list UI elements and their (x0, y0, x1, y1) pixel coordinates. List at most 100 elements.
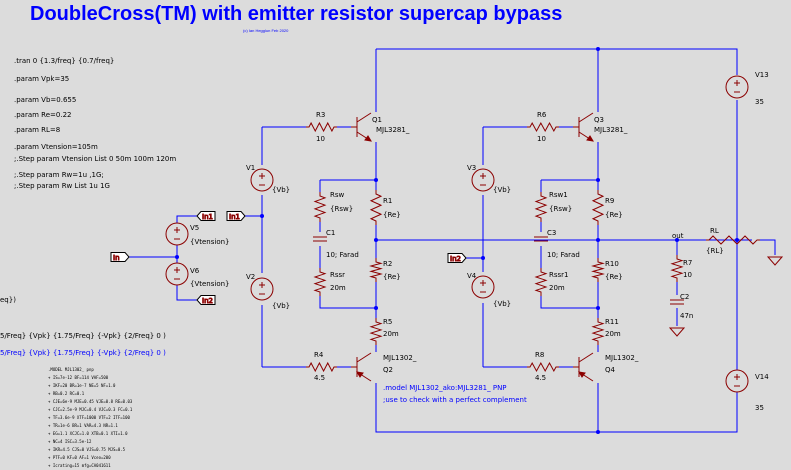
rssr1-ref: Rssr1 (549, 271, 569, 279)
r9-ref: R9 (605, 197, 614, 205)
r5-value: 20m (383, 330, 399, 338)
transistor-collector (578, 352, 594, 363)
rssr1-resistor (534, 268, 548, 296)
transistor-collector (578, 112, 594, 123)
r8-resistor-body (527, 361, 559, 373)
rl-ground (766, 256, 784, 266)
rsw1-resistor-body (534, 192, 548, 222)
r2-ref: R2 (383, 260, 392, 268)
in1-net-flag-label: In1 (229, 213, 240, 221)
rl-value: {RL} (706, 247, 724, 255)
c1-value: 10; Farad (326, 251, 359, 259)
in-net-flag-label: In (113, 254, 120, 262)
directive-step-vtension: ;.Step param Vtension List 0 50m 100m 12… (14, 155, 177, 163)
rsw-resistor (313, 192, 327, 222)
directive-vb: .param Vb=0.655 (14, 96, 77, 104)
emitter-arrow-icon (578, 371, 586, 378)
directive-step-rsw-list: ;.Step param Rw List 1u 1G (14, 182, 110, 190)
rsw1-value: {Rsw} (549, 205, 572, 213)
in-net-flag-shape (110, 252, 130, 262)
r6-value: 10 (537, 135, 546, 143)
v1-source-circle (250, 168, 274, 192)
junction-dot (675, 238, 679, 242)
wire (760, 239, 776, 255)
rssr-ref: Rssr (330, 271, 345, 279)
r3-ref: R3 (316, 111, 325, 119)
directive-re: .param Re=0.22 (14, 111, 72, 119)
v5-ref: V5 (190, 224, 199, 232)
r8-resistor (527, 361, 559, 373)
cut-directive-2: 5/Freq} {Vpk} {1.75/Freq} {-Vpk} {2/Freq… (0, 332, 166, 340)
in2-net-flag: In2 (447, 253, 467, 264)
rssr-resistor-body (313, 268, 327, 296)
r2-resistor (369, 258, 383, 282)
model-line: + PTF=0 KF=0 AF=1 Vceo=200 (48, 455, 111, 460)
junction-dot (260, 214, 264, 218)
q4-transistor (573, 352, 594, 382)
r6-resistor-body (527, 121, 559, 133)
v5-source (165, 222, 189, 246)
wires (128, 48, 776, 433)
model-line: + Icrating=15 mfg=CA041611 (48, 463, 111, 468)
c1-ref: C1 (326, 229, 335, 237)
v6-source (165, 262, 189, 286)
in2-net-flag-shape (447, 253, 467, 263)
c1-capacitor (313, 236, 327, 242)
in1-net-flag: In1 (226, 211, 246, 222)
model-line: + NC=4 ISC=3.5e-12 (48, 439, 92, 444)
q2-ref: Q2 (383, 366, 393, 374)
r11-ref: R11 (605, 318, 619, 326)
r6-resistor (527, 121, 559, 133)
v3-source-circle (471, 168, 495, 192)
rsw1-resistor (534, 192, 548, 222)
junction-dot (596, 178, 600, 182)
wire (319, 296, 376, 309)
q4-model: MJL1302_ (605, 354, 639, 362)
model-line: + CJC=2.5e-9 MJC=0.4 VJC=0.3 FC=0.1 (48, 407, 133, 412)
c2-ground (668, 327, 686, 337)
q2-transistor (351, 352, 372, 382)
r2-resistor-body (369, 258, 383, 282)
rl-resistor (706, 235, 760, 245)
wire (375, 383, 738, 433)
v2-source-circle (250, 277, 274, 301)
rsw-value: {Rsw} (330, 205, 353, 213)
v5-source-circle (165, 222, 189, 246)
v2-source (250, 277, 274, 301)
r7-resistor-body (670, 255, 684, 282)
junction-dot (596, 430, 600, 434)
r5-resistor-body (369, 318, 383, 345)
r7-ref: R7 (683, 259, 692, 267)
r10-resistor-body (591, 258, 605, 282)
junction-dot (374, 306, 378, 310)
r3-resistor-body (306, 121, 337, 133)
rssr-value: 20m (330, 284, 346, 292)
v1-ref: V1 (246, 164, 255, 172)
pnp-model-directive: .model MJL1302_ako:MJL3281_ PNP (383, 384, 507, 392)
wire (540, 296, 598, 309)
q2-model: MJL1302_ (383, 354, 417, 362)
in1-v5-net-flag: In1 (196, 211, 216, 222)
v4-source (471, 275, 495, 299)
r4-ref: R4 (314, 351, 324, 359)
r5-ref: R5 (383, 318, 392, 326)
r11-resistor-body (591, 318, 605, 345)
wire (176, 285, 197, 301)
c3-capacitor (534, 236, 548, 242)
in1-v5-net-flag-shape (196, 211, 216, 221)
emitter-arrow-icon (586, 135, 594, 142)
emitter-arrow-icon (364, 135, 372, 142)
model-line: + IS=7e-12 BF=114 VAF=500 (48, 375, 109, 380)
v2-value: {Vb} (272, 302, 290, 310)
junction-dot (596, 238, 600, 242)
junction-dot (596, 306, 600, 310)
ground-icon (668, 327, 686, 337)
in2-v6-net-flag-shape (196, 295, 216, 305)
r11-resistor (591, 318, 605, 345)
q1-transistor (351, 112, 372, 142)
c2-capacitor (670, 299, 684, 305)
model-line: .MODEL MJL1302_ pnp (48, 367, 94, 372)
r5-resistor (369, 318, 383, 345)
v2-ref: V2 (246, 273, 255, 281)
